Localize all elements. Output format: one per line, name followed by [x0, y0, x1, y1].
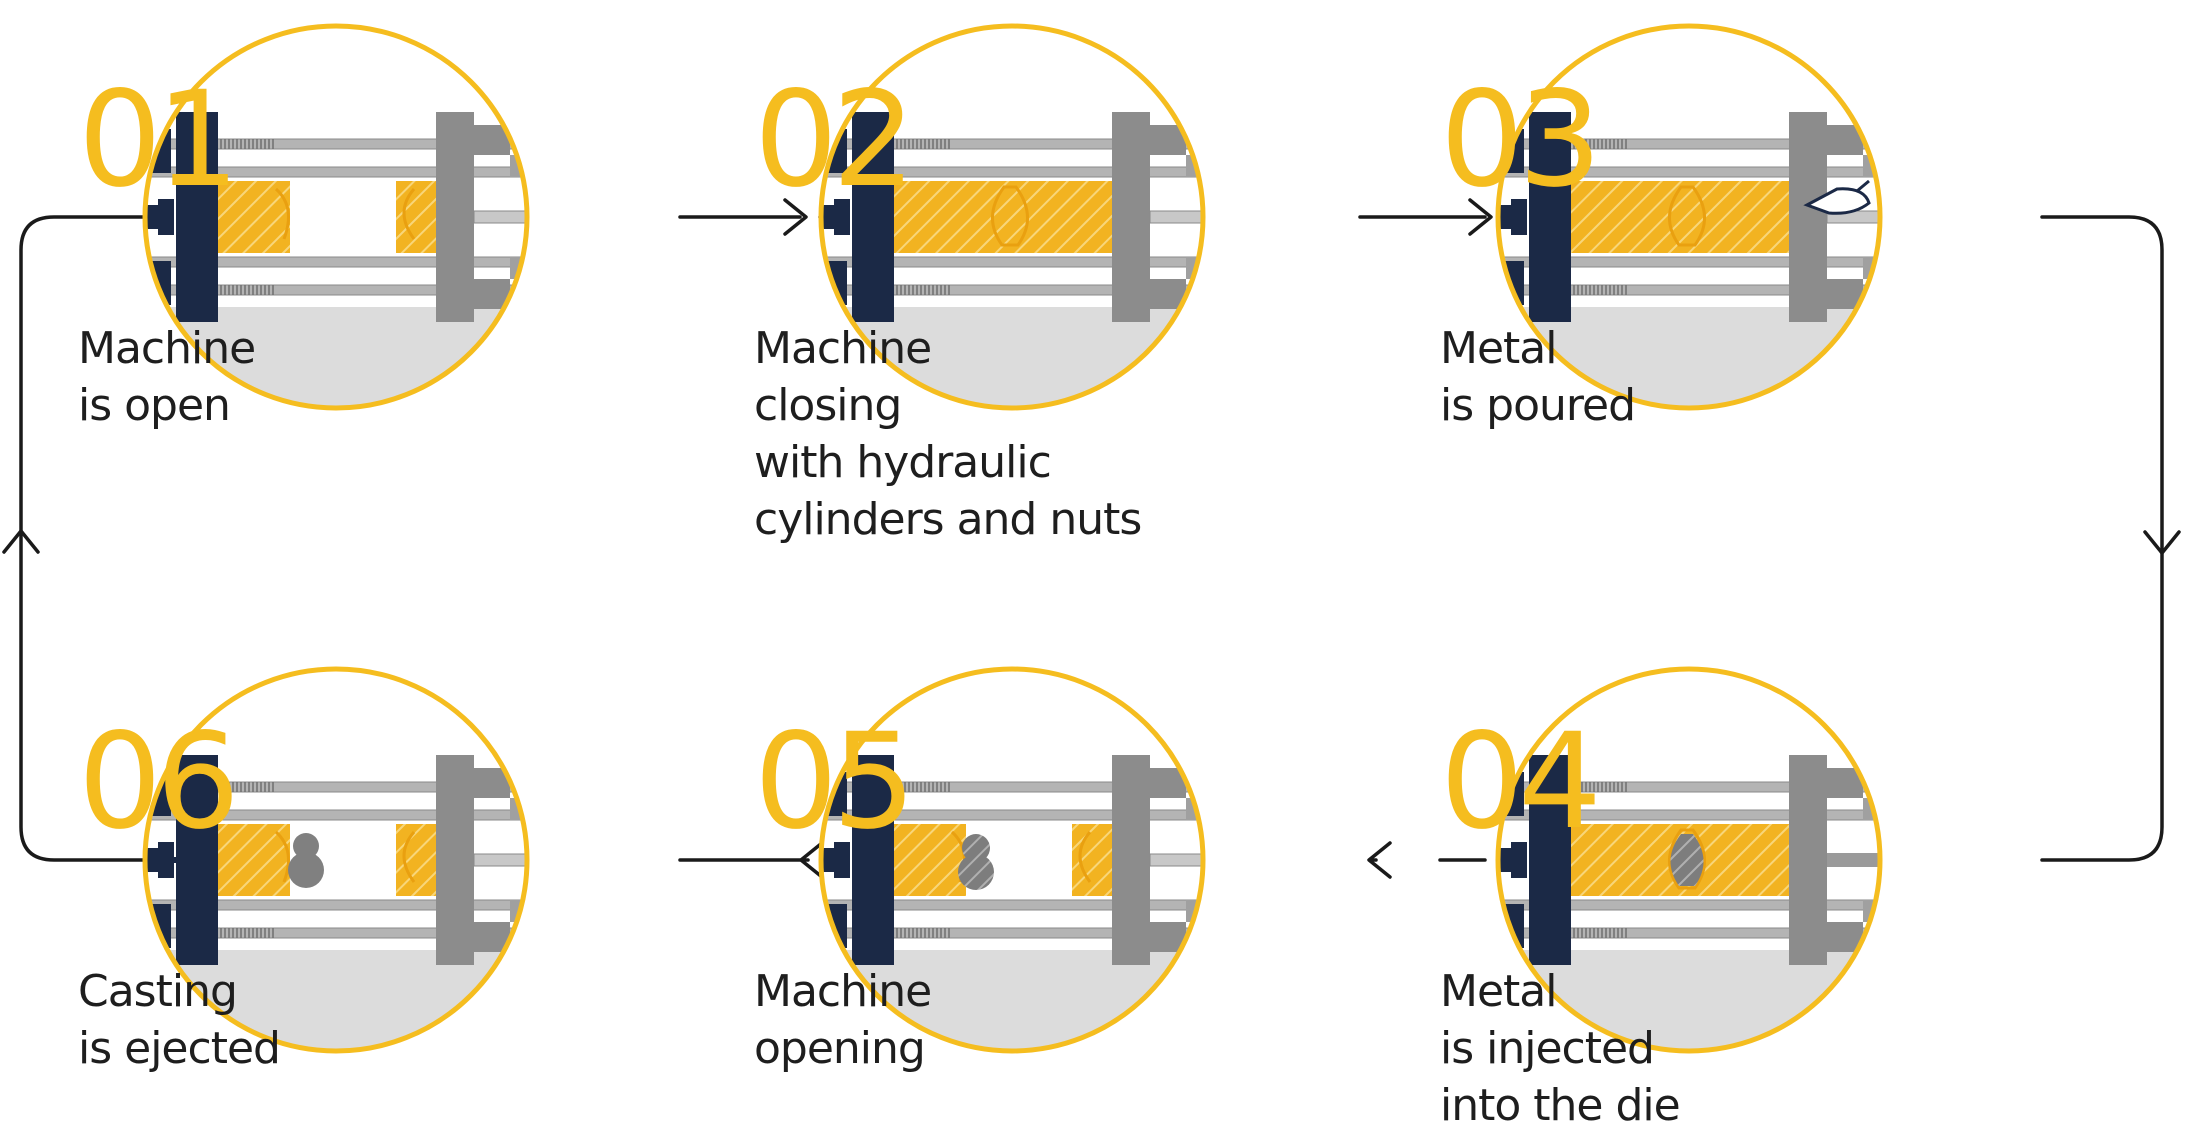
shot-sleeve	[1149, 210, 1203, 224]
moving-platen	[176, 112, 218, 322]
fixed-die-half	[396, 824, 436, 896]
step-label-line: closing	[754, 380, 902, 431]
step-label-line: is injected	[1440, 1023, 1655, 1074]
step-label-01: Machine is open	[78, 320, 256, 434]
tie-bar	[1498, 781, 1880, 793]
step-label-line: Machine	[754, 966, 932, 1017]
shot-sleeve	[1149, 853, 1203, 867]
tie-bar	[1498, 284, 1880, 296]
step-label-line: into the die	[1440, 1080, 1681, 1131]
fixed-die-half	[1072, 824, 1112, 896]
molten-metal	[1670, 834, 1704, 886]
step-label-line: Metal	[1440, 966, 1557, 1017]
step-label-line: Machine	[78, 323, 256, 374]
casting	[962, 834, 990, 862]
connector-03-04	[2040, 215, 2164, 862]
arrow-head-04-05	[1367, 841, 1392, 879]
step-number-03: 03	[1440, 63, 1602, 217]
step-ring	[818, 23, 1206, 411]
tie-bar	[145, 781, 527, 793]
step-label-line: opening	[754, 1023, 926, 1074]
shot-sleeve	[473, 853, 527, 867]
arrow-head-02-03	[1468, 198, 1493, 236]
moving-platen	[176, 755, 218, 965]
step-label-line: is poured	[1440, 380, 1636, 431]
step-04-illustration	[1495, 666, 1883, 1054]
fixed-platen	[1789, 755, 1827, 965]
step-label-line: cylinders and nuts	[754, 494, 1142, 545]
step-number-02: 02	[754, 63, 916, 217]
tie-bar	[821, 809, 1203, 821]
flow-connectors	[2, 198, 2181, 879]
moving-platen	[1529, 755, 1571, 965]
step-01-illustration	[142, 23, 530, 411]
tie-bar	[821, 138, 1203, 150]
tie-bar	[1498, 256, 1880, 268]
connector-06-01	[19, 215, 242, 862]
tie-bar	[821, 781, 1203, 793]
fixed-die-half	[396, 181, 436, 253]
closed-die	[894, 181, 1112, 253]
tie-bar	[145, 284, 527, 296]
tie-bar	[145, 927, 527, 939]
tie-bar	[1498, 899, 1880, 911]
step-05-illustration	[818, 666, 1206, 1054]
step-label-05: Machine opening	[754, 963, 932, 1077]
fixed-platen	[1112, 112, 1150, 322]
step-ring	[142, 23, 530, 411]
step-ring	[818, 666, 1206, 1054]
fixed-platen	[436, 112, 474, 322]
step-label-line: Machine	[754, 323, 932, 374]
tie-bar	[821, 256, 1203, 268]
step-number-05: 05	[754, 705, 916, 859]
moving-platen	[852, 755, 894, 965]
fixed-platen	[436, 755, 474, 965]
step-ring	[1495, 23, 1883, 411]
arrow-head-01-02	[783, 198, 808, 236]
step-label-line: with hydraulic	[754, 437, 1052, 488]
tie-bar	[145, 138, 527, 150]
shot-sleeve	[473, 210, 527, 224]
step-label-04: Metal is injected into the die	[1440, 963, 1681, 1134]
arrow-head-06-01	[2, 529, 40, 554]
ladle-icon	[1803, 187, 1871, 215]
step-number-04: 04	[1440, 705, 1602, 859]
arrow-head-05-06	[799, 841, 824, 879]
step-label-line: is ejected	[78, 1023, 281, 1074]
step-ring	[142, 666, 530, 1054]
fixed-platen	[1789, 112, 1827, 322]
tie-bar	[1498, 927, 1880, 939]
closed-die	[1571, 181, 1789, 253]
step-label-06: Casting is ejected	[78, 963, 281, 1077]
step-label-line: is open	[78, 380, 231, 431]
step-label-03: Metal is poured	[1440, 320, 1636, 434]
moving-platen	[1529, 112, 1571, 322]
tie-bar	[1498, 138, 1880, 150]
step-label-line: Metal	[1440, 323, 1557, 374]
tie-bar	[821, 927, 1203, 939]
tie-bar	[145, 166, 527, 178]
arrow-head-03-04	[2143, 530, 2181, 555]
ejected-casting	[293, 833, 319, 859]
step-number-01: 01	[78, 63, 240, 217]
tie-bar	[145, 256, 527, 268]
step-label-line: Casting	[78, 966, 238, 1017]
step-label-02: Machine closing with hydraulic cylinders an…	[754, 320, 1142, 548]
tie-bar	[145, 899, 527, 911]
tie-bar	[821, 166, 1203, 178]
tie-bar	[145, 809, 527, 821]
tie-bar	[821, 899, 1203, 911]
step-number-06: 06	[78, 705, 240, 859]
tie-bar	[1498, 809, 1880, 821]
step-ring	[1495, 666, 1883, 1054]
tie-bar	[1498, 166, 1880, 178]
moving-platen	[852, 112, 894, 322]
tie-bar	[821, 284, 1203, 296]
fixed-platen	[1112, 755, 1150, 965]
step-02-illustration	[818, 23, 1206, 411]
